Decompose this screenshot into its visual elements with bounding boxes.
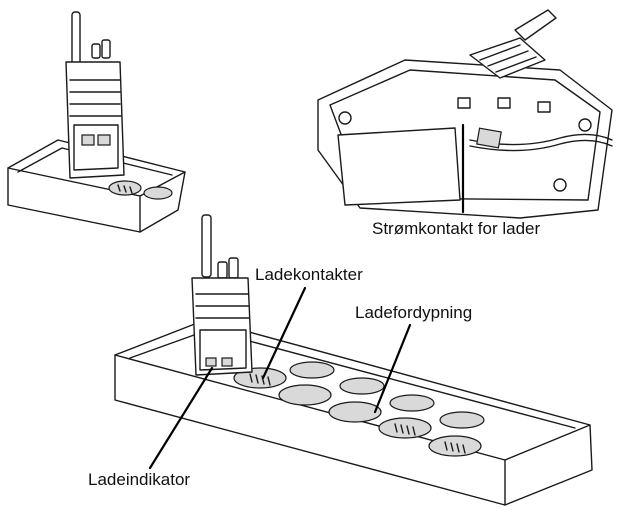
charging-indicator-label: Ladeindikator <box>88 470 191 489</box>
leader-charging-contacts <box>261 286 307 380</box>
charging-wells <box>233 361 485 457</box>
charger-underside-drawing <box>317 9 613 219</box>
radio-in-charger-drawing <box>191 214 253 376</box>
leader-charging-indicator <box>148 366 214 470</box>
power-connector-label: Strømkontakt for lader <box>372 219 541 238</box>
charging-contacts-label: Ladekontakter <box>255 265 363 284</box>
charging-well-label: Ladefordypning <box>355 303 473 322</box>
single-radio-drawing <box>65 11 125 179</box>
single-charger-drawing <box>7 139 186 233</box>
leader-charging-well <box>373 323 412 414</box>
